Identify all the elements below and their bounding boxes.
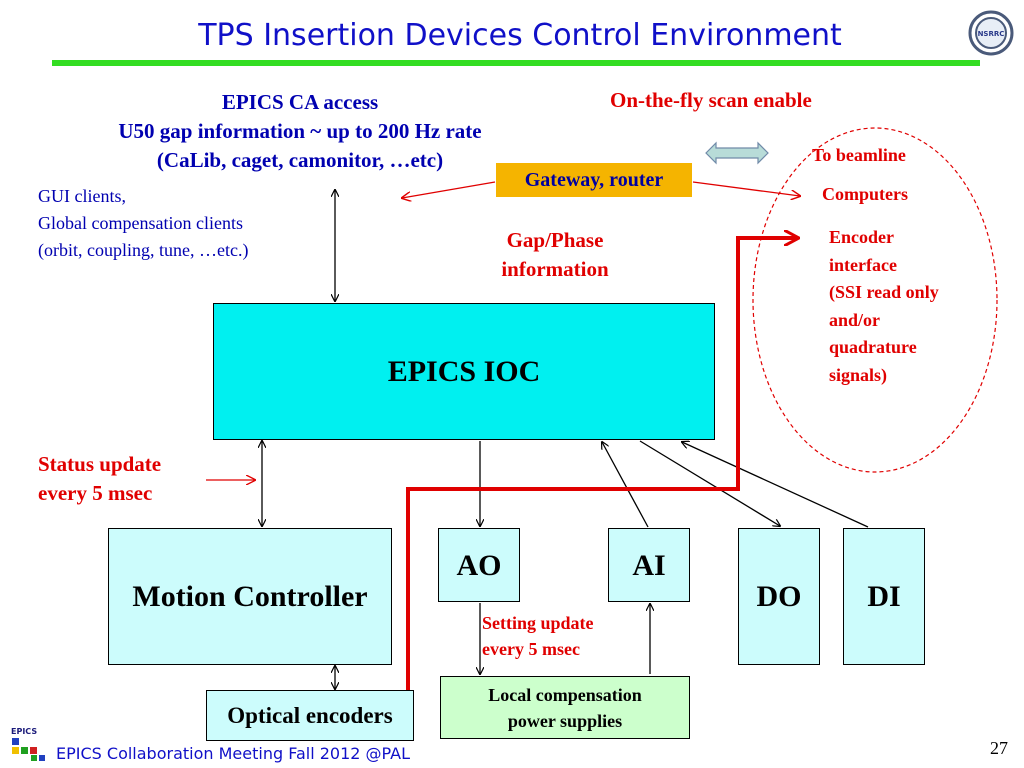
status-line2: every 5 msec <box>38 481 153 505</box>
ao-box: AO <box>438 528 520 602</box>
epics-logo-text: EPICS <box>11 727 37 736</box>
status-line1: Status update <box>38 452 162 476</box>
local-compensation-box: Local compensation power supplies <box>440 676 690 739</box>
logo-text: NSRRC <box>978 30 1005 38</box>
gap-phase-line1: Gap/Phase <box>506 228 604 252</box>
scan-enable-double-arrow <box>705 141 769 165</box>
footer-text: EPICS Collaboration Meeting Fall 2012 @P… <box>56 744 411 763</box>
page-number: 27 <box>990 738 1008 758</box>
ai-box: AI <box>608 528 690 602</box>
to-beamline-label: To beamline <box>812 145 906 165</box>
local-comp-line2: power supplies <box>507 710 623 731</box>
setting-line2: every 5 msec <box>482 639 580 659</box>
encoder-line: Encoder <box>829 227 894 247</box>
setting-line1: Setting update <box>482 613 594 633</box>
do-box: DO <box>738 528 820 665</box>
di-ioc-arrow <box>682 442 869 528</box>
beamline-ellipse <box>752 127 998 473</box>
epics-ioc-box: EPICS IOC <box>213 303 715 440</box>
epics-logo: EPICS <box>11 727 45 761</box>
encoder-line: (SSI read only <box>829 282 939 302</box>
gateway-beamline-arrow <box>692 181 800 196</box>
setting-update-label: Setting update every 5 msec <box>482 610 594 662</box>
epics-ca-line2: U50 gap information ~ up to 200 Hz rate <box>118 119 482 143</box>
computers-label: Computers <box>822 184 908 204</box>
ioc-do-arrow <box>639 440 780 526</box>
di-box: DI <box>843 528 925 665</box>
gap-phase-line2: information <box>501 257 609 281</box>
encoder-signal-path <box>406 238 798 690</box>
gui-line2: Global compensation clients <box>38 213 243 233</box>
encoder-line: signals) <box>829 364 888 385</box>
encoder-line: and/or <box>829 309 881 330</box>
epics-ca-line3: (CaLib, caget, camonitor, …etc) <box>156 148 444 172</box>
epics-ca-line1: EPICS CA access <box>221 90 379 114</box>
gap-phase-label: Gap/Phase information <box>480 226 630 284</box>
ai-ioc-arrow <box>602 442 649 528</box>
nsrrc-logo: NSRRC <box>968 10 1014 56</box>
status-update-label: Status update every 5 msec <box>38 450 161 508</box>
gui-line3: (orbit, coupling, tune, …etc.) <box>38 240 249 260</box>
gui-clients-info: GUI clients, Global compensation clients… <box>38 183 248 264</box>
optical-encoders-box: Optical encoders <box>206 690 414 741</box>
encoder-line: interface <box>829 254 897 275</box>
local-comp-line1: Local compensation <box>488 684 642 705</box>
page-title: TPS Insertion Devices Control Environmen… <box>198 18 842 53</box>
title-divider <box>52 60 980 66</box>
on-the-fly-label: On-the-fly scan enable <box>610 88 812 112</box>
gui-line1: GUI clients, <box>38 186 126 206</box>
gateway-box: Gateway, router <box>496 163 692 197</box>
encoder-line: quadrature <box>829 337 917 357</box>
gateway-clients-arrow <box>402 181 496 198</box>
motion-controller-box: Motion Controller <box>108 528 392 665</box>
encoder-interface-label: Encoder interface (SSI read only and/or … <box>829 224 939 389</box>
epics-ca-info: EPICS CA access U50 gap information ~ up… <box>20 88 580 175</box>
